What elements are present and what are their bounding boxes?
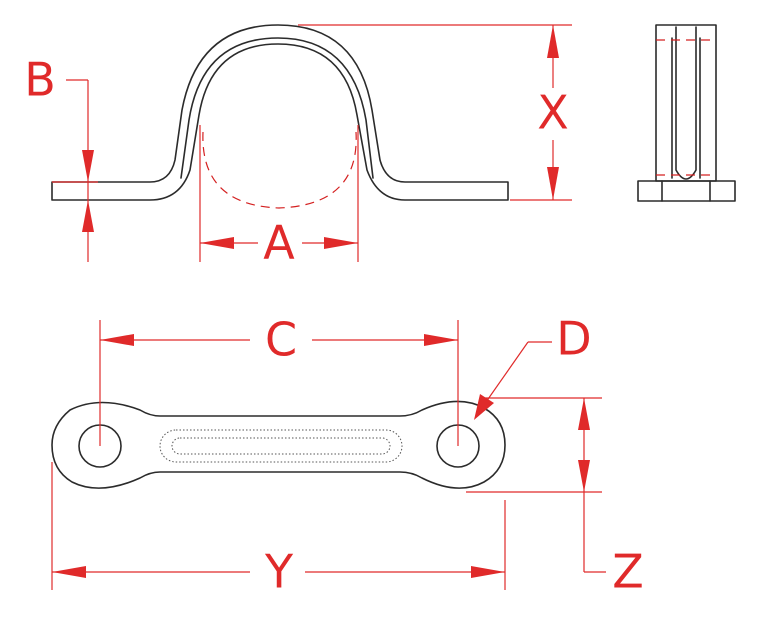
end-view-upright bbox=[655, 24, 717, 182]
c-arrow-left bbox=[100, 334, 134, 346]
strap-plan-outline bbox=[51, 400, 506, 489]
y-arrow-left bbox=[52, 566, 86, 578]
label-c: C bbox=[265, 313, 297, 367]
z-arrow-top bbox=[578, 398, 590, 430]
center-slot-outer bbox=[159, 429, 403, 463]
end-view bbox=[637, 24, 736, 202]
z-arrow-bottom bbox=[578, 460, 590, 492]
front-view bbox=[51, 24, 509, 209]
d-arrow bbox=[474, 394, 494, 420]
label-x: X bbox=[537, 86, 569, 140]
dimension-x: X bbox=[298, 24, 572, 201]
c-arrow-right bbox=[424, 334, 458, 346]
a-arrow-right bbox=[324, 237, 358, 249]
label-a: A bbox=[263, 216, 295, 270]
dimension-z: Z bbox=[466, 397, 644, 599]
center-slot-inner bbox=[171, 437, 391, 455]
tube-hidden-circle bbox=[202, 131, 357, 209]
end-view-base bbox=[637, 180, 736, 202]
end-view-slot bbox=[675, 26, 697, 180]
dimension-a: A bbox=[199, 125, 359, 270]
strap-profile-outer bbox=[51, 24, 509, 201]
x-arrow-bottom bbox=[547, 167, 559, 200]
y-arrow-right bbox=[471, 566, 505, 578]
strap-profile-inner-line bbox=[180, 37, 374, 179]
dimension-b: B bbox=[24, 53, 98, 262]
label-z: Z bbox=[612, 545, 644, 599]
label-d: D bbox=[556, 312, 591, 366]
b-arrow-bottom bbox=[82, 200, 94, 232]
dimension-d: D bbox=[474, 312, 592, 420]
dimension-c: C bbox=[99, 313, 459, 446]
a-arrow-left bbox=[200, 237, 234, 249]
top-view bbox=[51, 400, 506, 489]
b-arrow-top bbox=[82, 150, 94, 182]
label-b: B bbox=[24, 53, 56, 107]
label-y: Y bbox=[264, 545, 294, 599]
x-arrow-top bbox=[547, 25, 559, 58]
dimension-y: Y bbox=[51, 462, 506, 599]
